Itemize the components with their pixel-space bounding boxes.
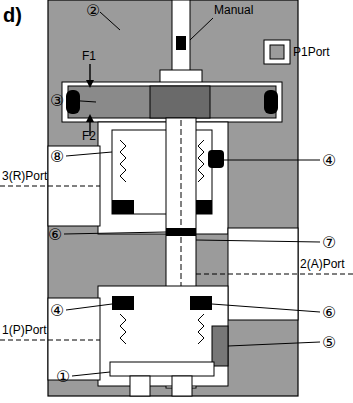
port-label: 2(A)Port	[300, 258, 345, 271]
callout-number: ⑥	[322, 304, 336, 322]
port-label: 3(R)Port	[2, 170, 47, 183]
port-label: P1Port	[293, 46, 330, 59]
callout-number: ①	[56, 368, 70, 386]
figure-tag: d)	[3, 4, 22, 26]
callout-number: ⑦	[322, 234, 336, 252]
callout-number: ⑥	[48, 226, 62, 244]
callout-number: ④	[50, 302, 64, 320]
part-label: Manual	[214, 4, 253, 17]
callout-number: ⑤	[322, 334, 336, 352]
callout-number: ②	[86, 2, 100, 20]
force-label: F2	[82, 130, 96, 143]
force-label: F1	[82, 50, 96, 63]
callout-number: ⑧	[50, 148, 64, 166]
port-label: 1(P)Port	[2, 324, 47, 337]
callout-number: ④	[322, 152, 336, 170]
callout-number: ③	[50, 92, 64, 110]
